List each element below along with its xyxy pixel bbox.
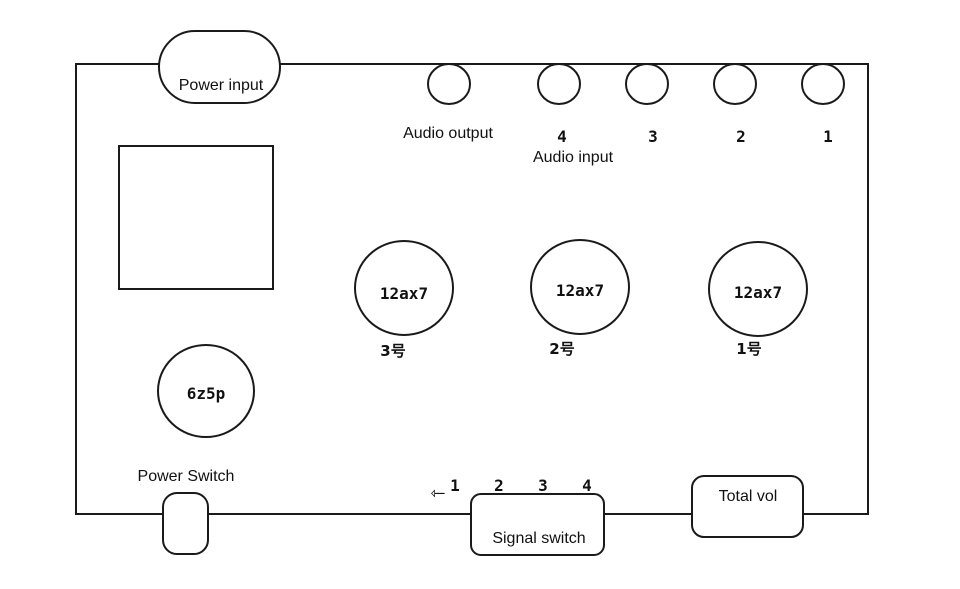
rectifier-tube-name: 6z5p [187, 384, 226, 403]
audio-input-jack-1 [801, 63, 845, 105]
tube-2-name: 12ax7 [556, 281, 604, 300]
tube-socket-1 [708, 241, 808, 337]
audio-input-number-4: 4 [557, 127, 567, 146]
power-input-jack [158, 30, 281, 104]
signal-switch-position-2: 2 [494, 476, 504, 495]
power-switch-label: Power Switch [138, 468, 235, 485]
signal-switch-position-4: 4 [582, 476, 592, 495]
audio-output-label: Audio output [403, 125, 493, 142]
audio-input-number-3: 3 [648, 127, 658, 146]
tube-1-name: 12ax7 [734, 283, 782, 302]
power-input-label: Power input [179, 77, 264, 94]
total-volume-label: Total vol [719, 488, 778, 505]
tube-3-name: 12ax7 [380, 284, 428, 303]
audio-input-jack-3 [625, 63, 669, 105]
signal-switch-label: Signal switch [492, 530, 585, 547]
audio-input-jack-2 [713, 63, 757, 105]
audio-input-jack-4 [537, 63, 581, 105]
tube-socket-2 [530, 239, 630, 335]
audio-input-number-1: 1 [823, 127, 833, 146]
signal-switch [470, 493, 605, 556]
rectifier-tube-socket [157, 344, 255, 438]
total-volume-knob [691, 475, 804, 538]
tube-2-number: 2号 [549, 340, 574, 358]
signal-switch-position-1: 1 [450, 476, 460, 495]
signal-switch-position-3: 3 [538, 476, 548, 495]
power-switch [162, 492, 209, 555]
audio-input-number-2: 2 [736, 127, 746, 146]
audio-input-label: Audio input [533, 149, 614, 166]
audio-output-jack [427, 63, 471, 105]
transformer [118, 145, 274, 290]
signal-switch-arrow: ⇽ [430, 483, 445, 504]
tube-3-number: 3号 [380, 342, 405, 360]
tube-socket-3 [354, 240, 454, 336]
tube-1-number: 1号 [736, 340, 761, 358]
